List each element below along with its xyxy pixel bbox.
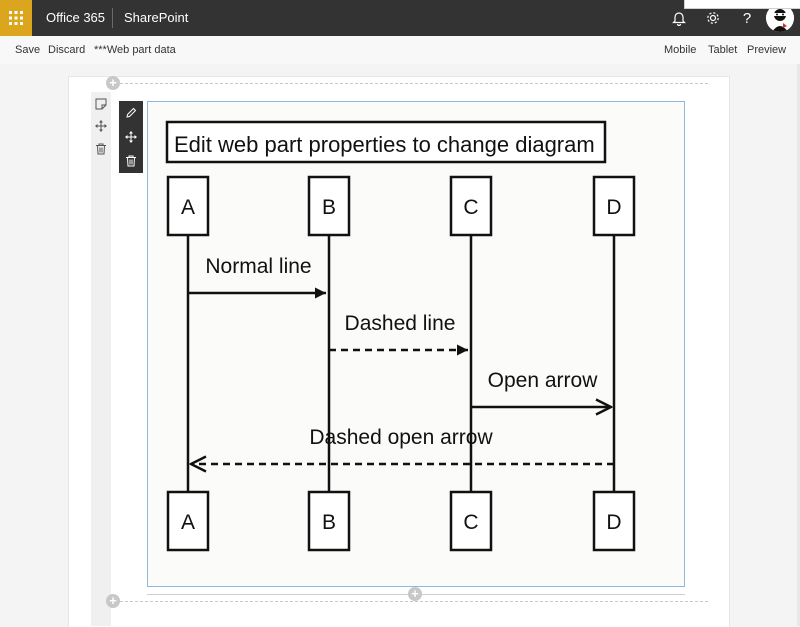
message-label-1: Normal line [205, 255, 311, 278]
participant-label-c-top: C [463, 196, 478, 219]
message-label-2: Dashed line [345, 312, 456, 335]
discard-button[interactable]: Discard [48, 44, 86, 56]
section-bottom-divider [120, 601, 708, 602]
diagram-title-box [165, 120, 607, 164]
move-webpart-icon[interactable] [124, 130, 138, 144]
participant-label-a-top: A [181, 196, 195, 219]
gear-icon[interactable] [699, 0, 727, 36]
participant-label-b-top: B [322, 196, 336, 219]
help-icon[interactable]: ? [742, 9, 752, 27]
edit-webpart-icon[interactable] [124, 106, 138, 120]
mobile-preview-button[interactable]: Mobile [664, 44, 697, 56]
participant-label-a-bottom: A [181, 511, 195, 534]
webpart-toolbar [119, 101, 143, 173]
participant-box-b-top [307, 175, 351, 237]
add-webpart-icon[interactable]: + [408, 587, 422, 601]
waffle-icon[interactable] [0, 0, 32, 36]
bell-icon[interactable] [665, 0, 693, 36]
suite-bar: Office 365 SharePoint ? [0, 0, 800, 36]
move-section-icon[interactable] [94, 119, 108, 133]
section-toolbar [91, 92, 111, 626]
tablet-preview-button[interactable]: Tablet [708, 44, 738, 56]
participant-box-a-top [166, 175, 210, 237]
suite-divider [112, 8, 113, 28]
save-status-text: ***Web part data [94, 44, 176, 56]
participant-box-d-bottom [592, 490, 636, 552]
participant-label-c-bottom: C [463, 511, 478, 534]
delete-section-icon[interactable] [94, 142, 108, 156]
add-section-bottom-icon[interactable]: + [106, 594, 120, 608]
message-label-4: Dashed open arrow [309, 426, 493, 449]
add-section-top-icon[interactable]: + [106, 76, 120, 90]
participant-label-d-bottom: D [606, 511, 621, 534]
diagram-title: Edit web part properties to change diagr… [174, 132, 595, 157]
office-365-link[interactable]: Office 365 [46, 10, 106, 25]
command-bar: Save Discard ***Web part data Mobile Tab… [0, 36, 800, 64]
participant-box-a-bottom [166, 490, 210, 552]
participant-box-b-bottom [307, 490, 351, 552]
preview-button[interactable]: Preview [747, 44, 787, 56]
section-top-divider [120, 83, 708, 84]
participant-label-d-top: D [606, 196, 621, 219]
scrollbar[interactable] [797, 64, 800, 626]
flyout-edge [684, 0, 800, 9]
message-label-3: Open arrow [488, 369, 599, 392]
participant-label-b-bottom: B [322, 511, 336, 534]
save-button[interactable]: Save [15, 44, 41, 56]
participant-box-c-bottom [449, 490, 493, 552]
sharepoint-link[interactable]: SharePoint [124, 10, 189, 25]
delete-webpart-icon[interactable] [124, 154, 138, 168]
participant-box-c-top [449, 175, 493, 237]
edit-section-icon[interactable] [94, 97, 108, 111]
participant-box-d-top [592, 175, 636, 237]
